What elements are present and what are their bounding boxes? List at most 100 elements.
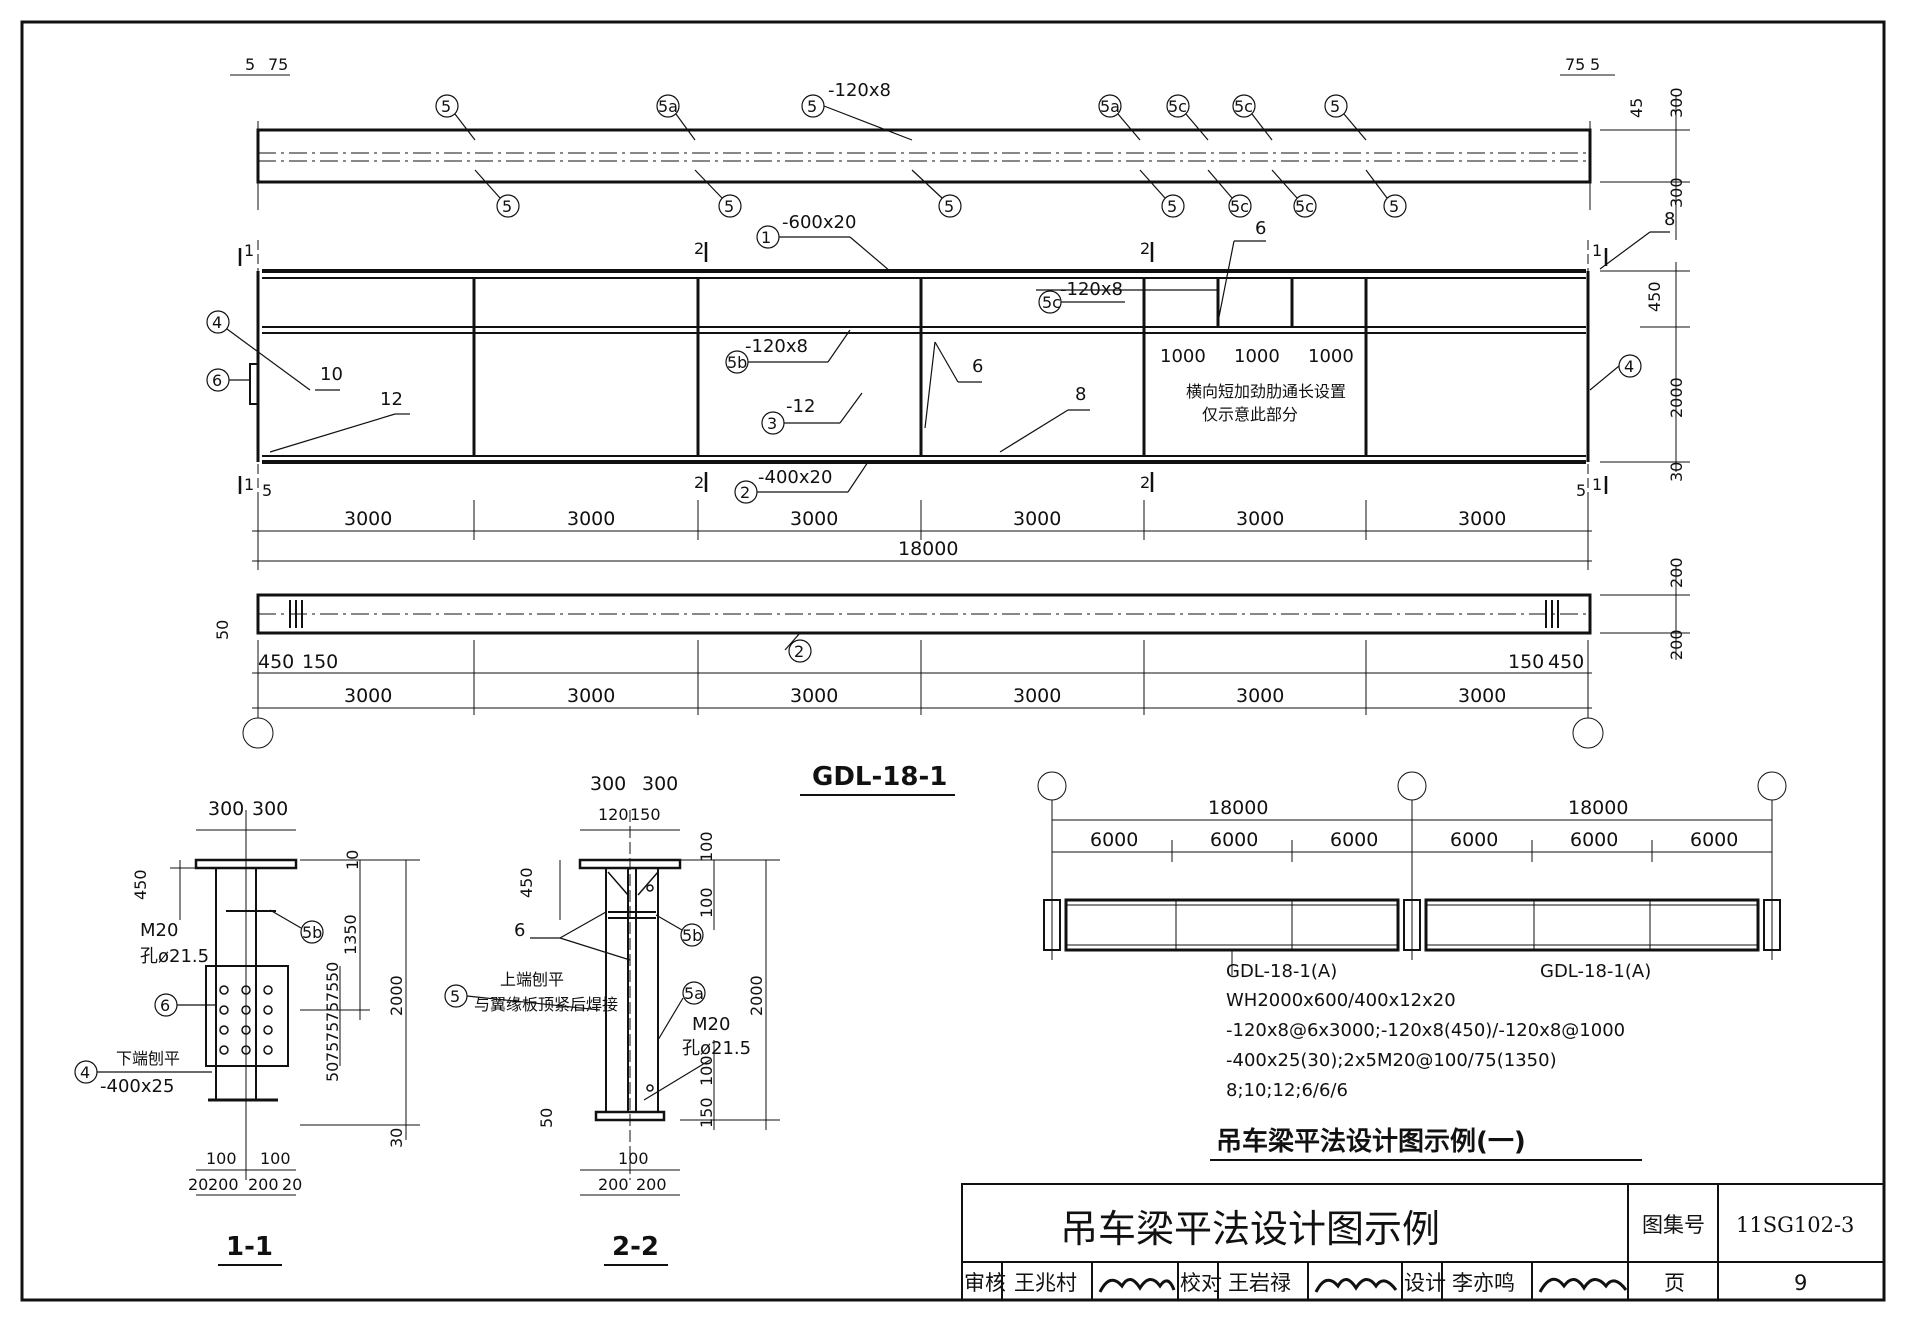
- plan-beam-label-2: GDL-18-1(A): [1540, 961, 1651, 982]
- s22-hole-label: 孔ø21.5: [682, 1038, 751, 1059]
- s11-bottom-dim-20b: 20: [282, 1175, 302, 1194]
- top-right-dim-2: 5: [1590, 55, 1600, 74]
- plan-mark-bottom-4: 5: [1167, 197, 1177, 216]
- s22-right-dim-2000: 2000: [747, 975, 766, 1016]
- s11-bottom-dim-100b: 100: [260, 1149, 291, 1168]
- top-plan-right-dims: [1600, 95, 1690, 240]
- height-dim-30: 30: [1667, 462, 1686, 482]
- bay-dim-5: 3000: [1236, 508, 1284, 530]
- weld-size-6b: 6: [1255, 218, 1266, 239]
- short-spacing-3: 1000: [1308, 346, 1354, 367]
- plan-subspan-5: 6000: [1570, 829, 1618, 851]
- bottom-bay-dim-3: 3000: [790, 685, 838, 707]
- s11-top-dim-2: 300: [252, 798, 288, 820]
- s22-top-dim-2: 300: [642, 773, 678, 795]
- bolt-dim-left-150: 150: [302, 651, 338, 673]
- s11-left-dim-450: 450: [131, 869, 150, 900]
- s11-right-dim-75a: 75: [323, 982, 342, 1002]
- bottom-bay-dim-1: 3000: [344, 685, 392, 707]
- bottom-bay-dim-4: 3000: [1013, 685, 1061, 707]
- s11-bolt-label: M20: [140, 920, 178, 941]
- s11-right-dim-75b: 75: [323, 1002, 342, 1022]
- checker-signature: [1314, 1278, 1398, 1293]
- stiffener-note-line1: 横向短加劲肋通长设置: [1186, 382, 1346, 401]
- s22-bottom-dim-100: 100: [618, 1149, 649, 1168]
- long-stiffener-label: -120x8: [745, 336, 808, 357]
- plan-span-2: 18000: [1568, 797, 1628, 819]
- s22-right-dim-100b: 100: [697, 887, 716, 918]
- s22-bottom-dim-200b: 200: [636, 1175, 667, 1194]
- plan-span-1: 18000: [1208, 797, 1268, 819]
- s11-right-dim-30: 30: [387, 1128, 406, 1148]
- end-plate-mark-left: 4: [212, 313, 222, 332]
- page-label: 页: [1664, 1271, 1685, 1295]
- s22-bolt-label: M20: [692, 1014, 730, 1035]
- s22-note-2: 与翼缘板顶紧后焊接: [474, 995, 618, 1014]
- plan-mark-bottom-5: 5c: [1230, 197, 1249, 216]
- bay-dimension-lines: [252, 500, 1592, 570]
- plan-mark-top-7: 5: [1330, 97, 1340, 116]
- s11-top-dim-1: 300: [208, 798, 244, 820]
- bottom-flange-elev-mark: 2: [740, 483, 750, 502]
- section-mark-1-top-right: 1: [1592, 241, 1602, 260]
- reviewer-name: 王兆村: [1014, 1271, 1077, 1295]
- bottom-flange-plan: [256, 593, 1592, 663]
- s11-end-note: 下端刨平: [116, 1049, 180, 1068]
- plan-spec-line-2: -120x8@6x3000;-120x8(450)/-120x8@1000: [1226, 1020, 1625, 1041]
- weld-size-8b: 8: [1664, 209, 1675, 230]
- s22-bottom-dim-200a: 200: [598, 1175, 629, 1194]
- review-label: 审核: [964, 1271, 1006, 1295]
- s22-weld-size: 6: [514, 920, 525, 941]
- plan-mark-bottom-2: 5: [724, 197, 734, 216]
- s11-bottom-dim-100a: 100: [206, 1149, 237, 1168]
- bottom-plan-right-dims: [1600, 565, 1690, 660]
- s11-right-dim-1350: 1350: [341, 914, 360, 955]
- plan-beam-label-1: GDL-18-1(A): [1226, 961, 1337, 982]
- bay-dim-1: 3000: [344, 508, 392, 530]
- section-mark-2-bottom-left: 2: [694, 473, 704, 492]
- plan-mark-bottom-6: 5c: [1295, 197, 1314, 216]
- plan-callouts-top: [435, 94, 1367, 141]
- plan-example-drawing: [1037, 771, 1787, 975]
- design-label: 设计: [1404, 1271, 1446, 1295]
- beam-title: GDL-18-1: [812, 762, 947, 792]
- s11-right-dim-75c: 75: [323, 1022, 342, 1042]
- elevation-height-dims: [1600, 262, 1690, 472]
- plan-mark-top-1: 5: [441, 97, 451, 116]
- bolt-dim-right-150: 150: [1508, 651, 1544, 673]
- top-plan-dim-45: 45: [1627, 98, 1646, 118]
- end-dim-left: 5: [262, 481, 272, 500]
- checker-name: 王岩禄: [1228, 1271, 1291, 1295]
- top-plan-dim-300b: 300: [1667, 177, 1686, 208]
- top-flange-label: -600x20: [782, 212, 856, 233]
- atlas-label: 图集号: [1642, 1213, 1705, 1237]
- section-mark-2-top-left: 2: [694, 239, 704, 258]
- section-mark-1-top: 1: [244, 241, 254, 260]
- title-block-frame: [961, 1183, 1885, 1301]
- top-left-dim-1: 5: [245, 55, 255, 74]
- bottom-flange-mark: 2: [794, 642, 804, 661]
- plan-spec-line-4: 8;10;12;6/6/6: [1226, 1080, 1348, 1101]
- s11-end-mark: 4: [80, 1063, 90, 1082]
- sheet-title: 吊车梁平法设计图示例: [1060, 1207, 1440, 1251]
- plan-mark-top-5: 5c: [1168, 97, 1187, 116]
- sheet-border: [20, 20, 1886, 1302]
- end-plate-mark-right: 4: [1624, 357, 1634, 376]
- s22-left-bottom-50: 50: [537, 1108, 556, 1128]
- reviewer-signature: [1098, 1278, 1176, 1293]
- plan-subspan-2: 6000: [1210, 829, 1258, 851]
- bottom-plan-dim-50: 50: [213, 620, 232, 640]
- s22-right-dim-100c: 100: [697, 1055, 716, 1086]
- height-dim-450: 450: [1645, 281, 1664, 312]
- plan-mark-bottom-7: 5: [1389, 197, 1399, 216]
- plan-subspan-3: 6000: [1330, 829, 1378, 851]
- section-mark-1-bottom: 1: [244, 475, 254, 494]
- plan-mark-top-3: 5: [807, 97, 817, 116]
- plan-mark-top-4: 5a: [1100, 97, 1120, 116]
- bay-dim-6: 3000: [1458, 508, 1506, 530]
- elevation-leaders: [206, 225, 1670, 504]
- short-stiffener-mark: 5c: [1042, 293, 1061, 312]
- web-label: -12: [786, 396, 815, 417]
- weld-size-12: 12: [380, 389, 403, 410]
- top-right-dim-1: 75: [1565, 55, 1585, 74]
